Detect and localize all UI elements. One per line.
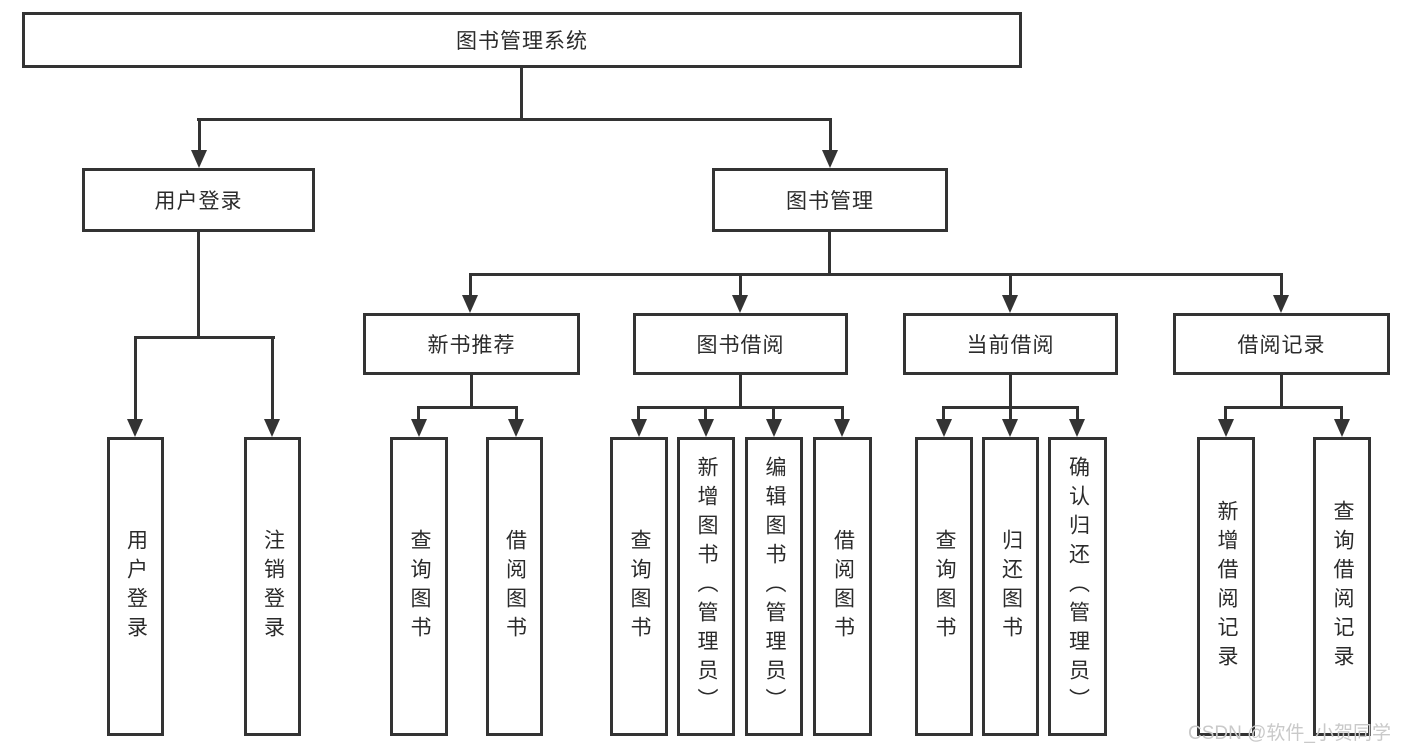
arrow-down-icon: [127, 419, 143, 437]
arrow-down-icon: [766, 419, 782, 437]
leaf-borrow-books-recommend: 借阅图书: [486, 437, 543, 736]
node-book-management: 图书管理: [712, 168, 948, 232]
watermark-text: CSDN @软件_小贺同学: [1188, 723, 1391, 744]
arrow-down-icon: [834, 419, 850, 437]
leaf-return-books: 归还图书: [982, 437, 1039, 736]
node-user-login: 用户登录: [82, 168, 315, 232]
leaf-logout: 注销登录: [244, 437, 301, 736]
node-borrowing-records: 借阅记录: [1173, 313, 1390, 375]
arrow-down-icon: [462, 295, 478, 313]
arrow-down-icon: [732, 295, 748, 313]
leaf-query-borrow-record: 查询借阅记录: [1313, 437, 1371, 736]
arrow-down-icon: [508, 419, 524, 437]
arrow-down-icon: [1002, 295, 1018, 313]
arrow-down-icon: [936, 419, 952, 437]
arrow-down-icon: [264, 419, 280, 437]
arrow-down-icon: [698, 419, 714, 437]
leaf-edit-books-admin: 编辑图书（管理员）: [745, 437, 803, 736]
leaf-borrow-books: 借阅图书: [813, 437, 872, 736]
arrow-down-icon: [1273, 295, 1289, 313]
arrow-down-icon: [411, 419, 427, 437]
leaf-add-books-admin: 新增图书（管理员）: [677, 437, 735, 736]
arrow-down-icon: [191, 150, 207, 168]
leaf-query-books-current: 查询图书: [915, 437, 973, 736]
node-new-book-recommendation: 新书推荐: [363, 313, 580, 375]
arrow-down-icon: [631, 419, 647, 437]
arrow-down-icon: [822, 150, 838, 168]
leaf-add-borrow-record: 新增借阅记录: [1197, 437, 1255, 736]
node-book-borrowing: 图书借阅: [633, 313, 848, 375]
leaf-user-login: 用户登录: [107, 437, 164, 736]
leaf-query-books-borrowing: 查询图书: [610, 437, 668, 736]
arrow-down-icon: [1218, 419, 1234, 437]
arrow-down-icon: [1069, 419, 1085, 437]
arrow-down-icon: [1334, 419, 1350, 437]
leaf-confirm-return-admin: 确认归还（管理员）: [1048, 437, 1107, 736]
arrow-down-icon: [1002, 419, 1018, 437]
leaf-query-books-recommend: 查询图书: [390, 437, 448, 736]
node-library-management-system: 图书管理系统: [22, 12, 1022, 68]
node-current-borrowing: 当前借阅: [903, 313, 1118, 375]
